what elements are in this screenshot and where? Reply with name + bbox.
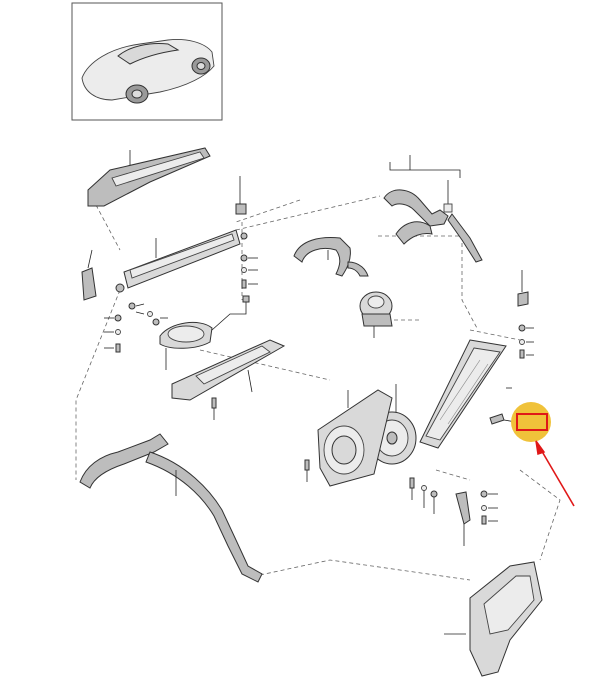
fastener-stack-left [104,314,122,353]
fastener-stack-upper [240,254,258,289]
part-11-screw-left [211,397,217,420]
vehicle-thumbnail [71,2,223,121]
fastener-stack-bottom [409,477,438,514]
part-15-hose-assembly [383,155,483,263]
part-3-frame [171,339,286,401]
part-22-coolant-pump [359,291,393,338]
part-18-pipe [79,433,263,583]
part-1-condenser [115,229,248,293]
part-13-bracket [81,249,97,301]
part-14-clip [235,176,247,215]
part-19-highlight[interactable] [489,402,551,442]
assembly-lines [75,195,561,581]
fastener-stack-center [128,302,168,326]
part-2-radiator [419,339,512,449]
part-4-fan-frame [317,389,393,487]
part-17-hose [293,237,369,277]
part-21-air-guide [444,561,543,677]
fastener-stack-right [518,324,534,359]
red-arrow-icon [535,440,575,507]
part-10-fan-shroud [159,295,250,370]
part-8-sensor [517,270,529,307]
part-11-screw-right [304,459,310,482]
highlight-circle [511,402,551,442]
part-7-bracket [455,490,498,546]
part-20-air-duct [87,147,211,207]
highlight-box [516,413,548,431]
